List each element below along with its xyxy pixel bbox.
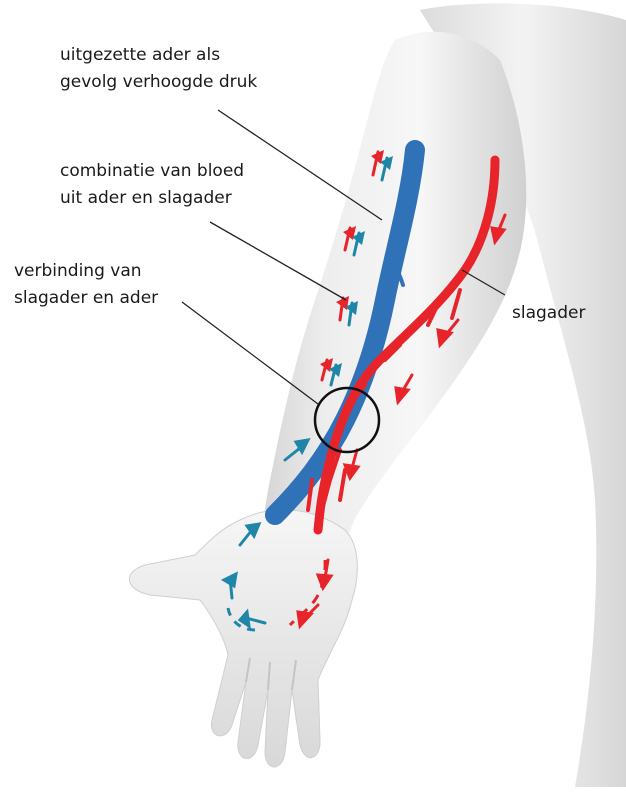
label-combined-blood: combinatie van bloed uit ader en slagade… [60,158,244,212]
forearm-shape [260,32,526,590]
label-combined-blood-line2: uit ader en slagader [60,185,244,212]
label-artery: slagader [512,300,585,327]
hand-shape [129,510,357,767]
label-dilated-vein-line2: gevolg verhoogde druk [60,69,257,96]
label-connection: verbinding van slagader en ader [14,258,158,312]
leader-line-combined [210,222,346,300]
label-connection-line1: verbinding van [14,258,158,285]
label-artery-text: slagader [512,300,585,327]
label-connection-line2: slagader en ader [14,285,158,312]
label-dilated-vein-line1: uitgezette ader als [60,42,257,69]
label-dilated-vein: uitgezette ader als gevolg verhoogde dru… [60,42,257,96]
label-combined-blood-line1: combinatie van bloed [60,158,244,185]
leader-line-connection [182,302,318,404]
